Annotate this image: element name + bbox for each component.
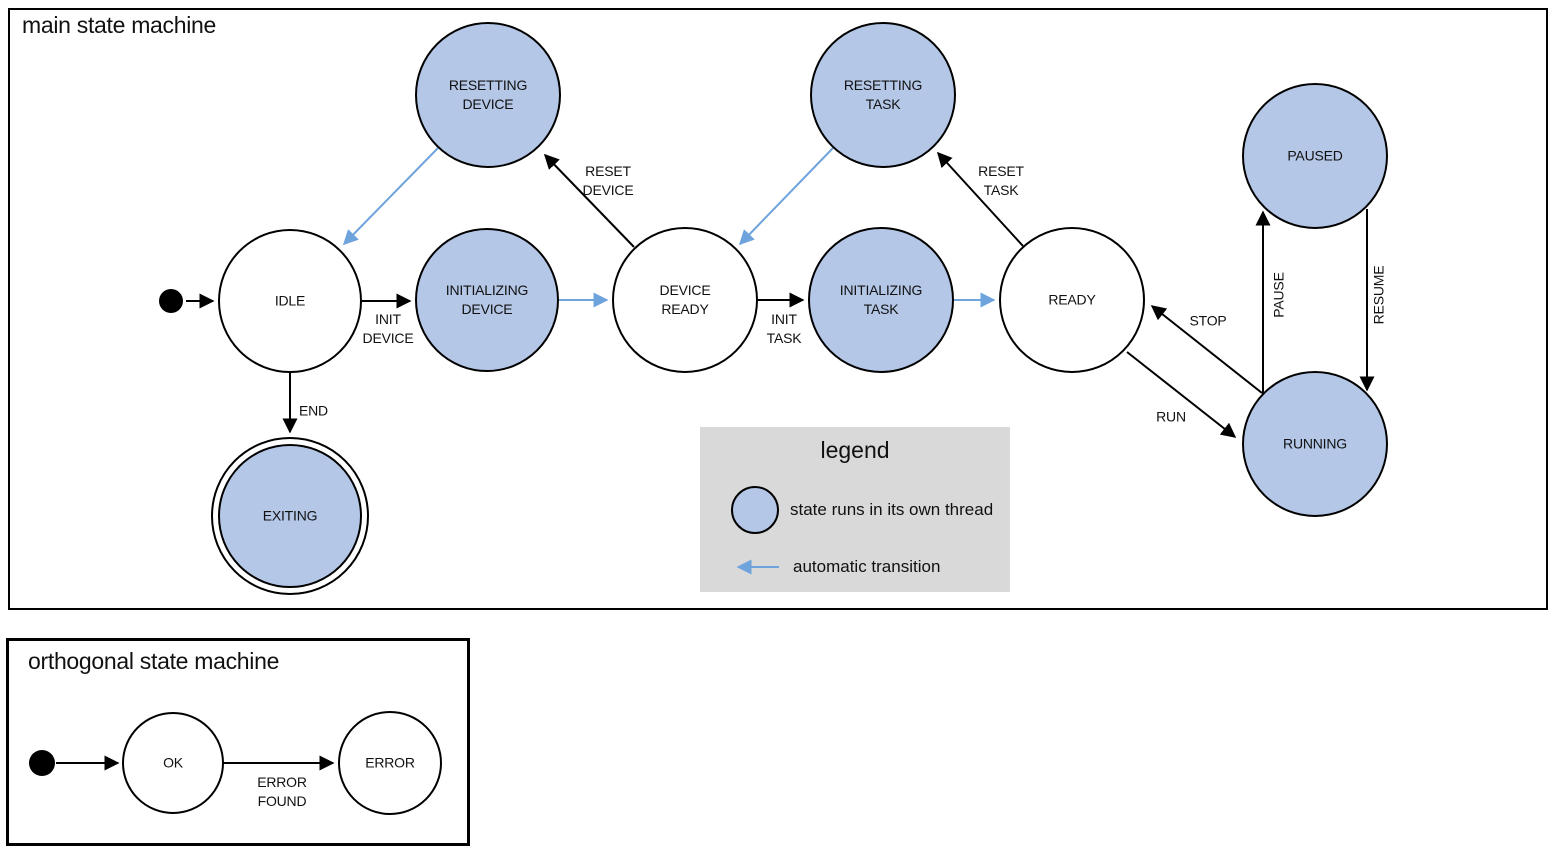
legend-title: legend bbox=[820, 437, 890, 463]
main-panel-title: main state machine bbox=[22, 12, 217, 38]
transition-label-stop: STOP bbox=[1189, 312, 1227, 329]
legend-auto-transition-label: automatic transition bbox=[793, 557, 941, 576]
transition-label-init-task: INIT TASK bbox=[766, 311, 802, 346]
state-label-resetting-device: RESETTING DEVICE bbox=[448, 77, 528, 112]
state-label-error: ERROR bbox=[365, 754, 415, 771]
transition-label-init-device: INIT DEVICE bbox=[362, 311, 414, 346]
state-label-exiting: EXITING bbox=[262, 507, 318, 524]
transition-label-reset-task: RESET TASK bbox=[978, 163, 1024, 198]
transition-label-resume: RESUME bbox=[1370, 265, 1387, 325]
state-label-running: RUNNING bbox=[1283, 435, 1347, 452]
orthogonal-panel-title: orthogonal state machine bbox=[28, 648, 280, 674]
transition-label-end: END bbox=[299, 402, 328, 419]
state-label-ready: READY bbox=[1048, 291, 1096, 308]
state-label-resetting-task: RESETTING TASK bbox=[843, 77, 923, 112]
state-label-idle: IDLE bbox=[274, 292, 306, 309]
orthogonal-state-machine-panel bbox=[6, 638, 470, 846]
transition-label-pause: PAUSE bbox=[1270, 272, 1287, 318]
transition-label-error-found: ERROR FOUND bbox=[257, 774, 307, 809]
state-label-device-ready: DEVICE READY bbox=[659, 282, 711, 317]
state-label-initializing-task: INITIALIZING TASK bbox=[839, 282, 923, 317]
main-state-machine-panel bbox=[8, 8, 1548, 610]
legend-thread-state-label: state runs in its own thread bbox=[790, 500, 994, 519]
transition-label-run: RUN bbox=[1156, 408, 1186, 425]
state-label-paused: PAUSED bbox=[1287, 147, 1343, 164]
transition-label-reset-device: RESET DEVICE bbox=[582, 163, 634, 198]
state-label-initializing-device: INITIALIZING DEVICE bbox=[445, 282, 529, 317]
state-label-ok: OK bbox=[163, 754, 183, 771]
